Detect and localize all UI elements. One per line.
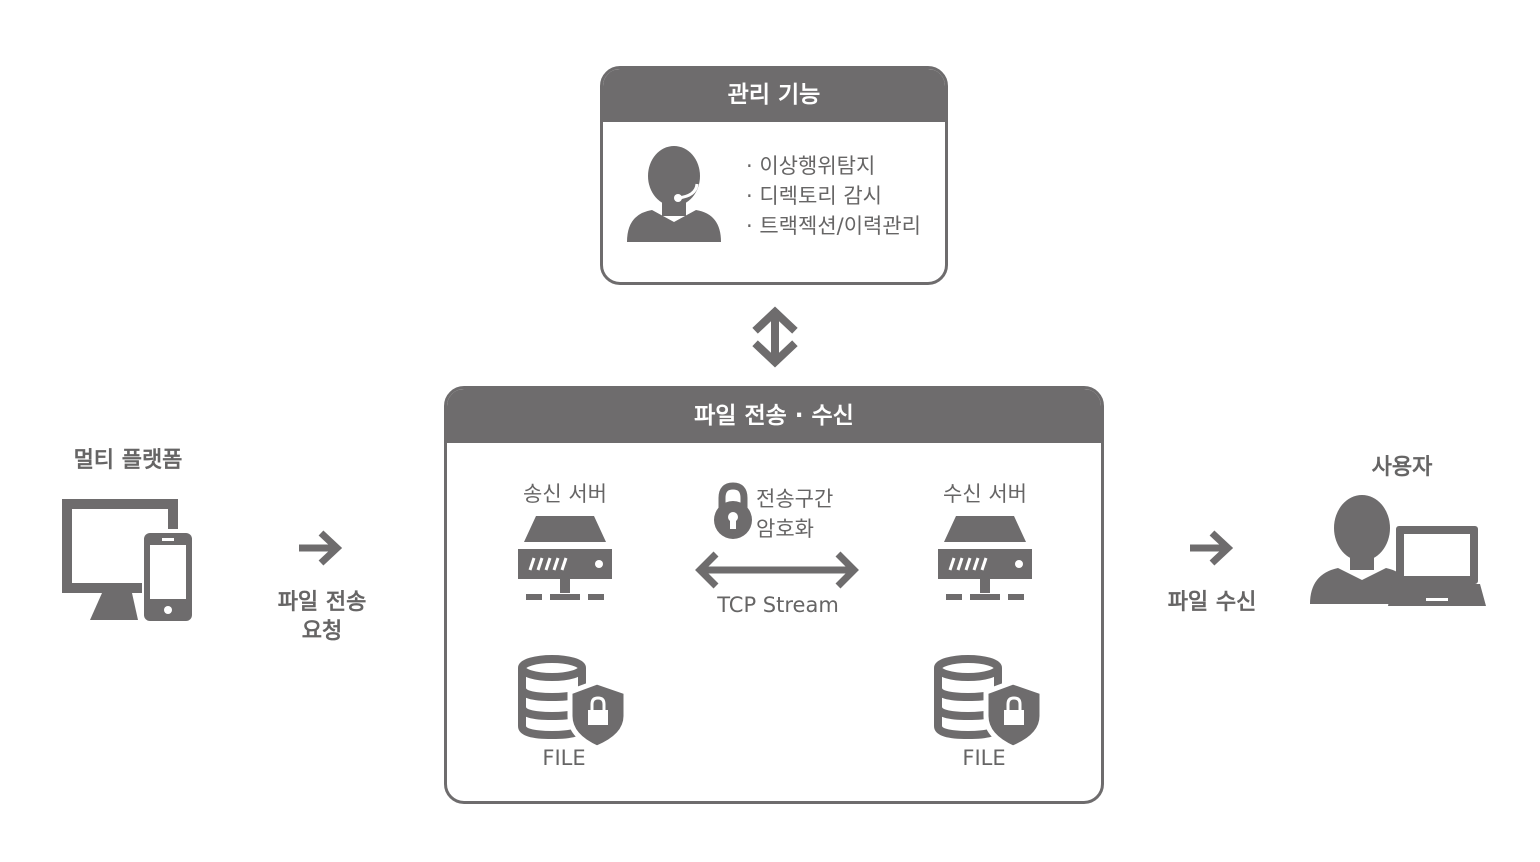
encryption-label-line2: 암호화 bbox=[756, 517, 814, 541]
server-icon bbox=[518, 516, 612, 600]
padlock-icon bbox=[714, 482, 752, 539]
management-item: 이상행위탐지 bbox=[746, 151, 921, 181]
server-icon bbox=[938, 516, 1032, 600]
encryption-label-line1: 전송구간 bbox=[756, 487, 834, 511]
user-label: 사용자 bbox=[1371, 455, 1433, 480]
file-label-left: FILE bbox=[542, 746, 586, 770]
database-shield-icon bbox=[518, 655, 629, 750]
user-laptop-icon bbox=[1310, 495, 1486, 606]
management-item-list: 이상행위탐지 디렉토리 감시 트랙젝션/이력관리 bbox=[746, 151, 921, 241]
database-shield-icon bbox=[934, 655, 1045, 750]
monitor-phone-icon bbox=[62, 499, 192, 621]
send-server-label: 송신 서버 bbox=[523, 482, 607, 506]
multi-platform-label: 멀티 플랫폼 bbox=[73, 448, 183, 473]
receive-server-label: 수신 서버 bbox=[943, 482, 1027, 506]
admin-headset-icon bbox=[627, 146, 721, 242]
management-title: 관리 기능 bbox=[603, 69, 945, 122]
bidirectional-arrow-icon bbox=[752, 306, 798, 368]
file-transfer-title: 파일 전송 · 수신 bbox=[447, 389, 1101, 443]
double-arrow-icon bbox=[695, 551, 859, 589]
receive-label: 파일 수신 bbox=[1167, 590, 1257, 615]
request-label-line1: 파일 전송 bbox=[277, 590, 367, 615]
arrow-right-icon bbox=[299, 530, 343, 566]
request-label-line2: 요청 bbox=[301, 619, 343, 644]
management-item: 트랙젝션/이력관리 bbox=[746, 211, 921, 241]
arrow-right-icon bbox=[1190, 530, 1234, 566]
file-label-right: FILE bbox=[962, 746, 1006, 770]
tcp-stream-label: TCP Stream bbox=[717, 593, 839, 617]
management-item: 디렉토리 감시 bbox=[746, 181, 921, 211]
